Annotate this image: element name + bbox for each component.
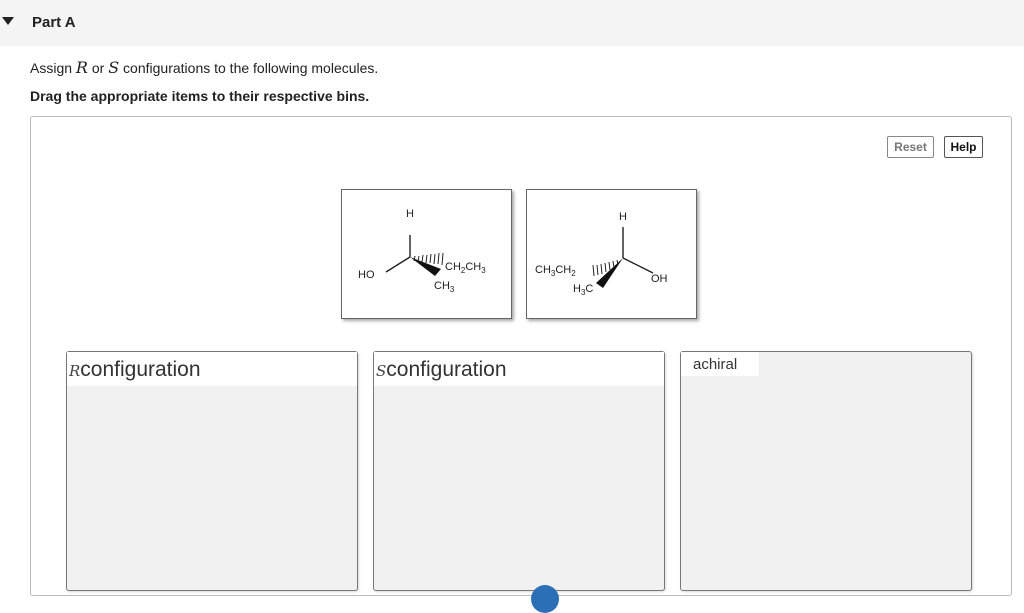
molecule-1-structure: H HO CH2CH3 CH3: [358, 208, 486, 294]
hydroxyl-label: HO: [358, 269, 375, 281]
bin-s-configuration[interactable]: Sconfiguration: [373, 351, 665, 591]
var-r: R: [75, 58, 88, 77]
ethyl-group-label: CH3CH2: [535, 264, 576, 278]
instruction-middle: or: [87, 60, 109, 76]
instruction-prefix: Assign: [30, 60, 76, 76]
scroll-indicator-icon[interactable]: [531, 585, 559, 613]
hydrogen-label: H: [619, 211, 627, 223]
bin-label-text: configuration: [80, 358, 201, 381]
bin-label-text: achiral: [693, 356, 738, 373]
hydrogen-label: H: [406, 208, 414, 220]
methyl-group-label: CH3: [434, 280, 455, 294]
part-title: Part A: [32, 14, 76, 31]
molecule-tile-2[interactable]: H OH CH3CH2 H3C: [526, 189, 697, 319]
bin-achiral[interactable]: achiral: [680, 351, 972, 591]
methyl-group-label: H3C: [573, 283, 593, 297]
ethyl-group-label: CH2CH3: [445, 261, 486, 275]
reset-button[interactable]: Reset: [887, 136, 934, 158]
help-button[interactable]: Help: [944, 136, 983, 158]
collapse-caret-icon[interactable]: [2, 17, 14, 25]
bin-label: Rconfiguration: [67, 352, 357, 386]
bin-var: S: [376, 362, 387, 380]
bin-var: R: [69, 362, 81, 380]
part-header[interactable]: Part A: [0, 0, 1024, 46]
bin-label: achiral: [681, 352, 759, 376]
question-instruction: Assign R or S configurations to the foll…: [30, 58, 378, 77]
molecule-tile-1[interactable]: H HO CH2CH3 CH3: [341, 189, 512, 319]
bin-label-text: configuration: [386, 358, 507, 381]
bin-label: Sconfiguration: [374, 352, 664, 386]
instruction-suffix: configurations to the following molecule…: [119, 60, 379, 76]
molecule-2-structure: H OH CH3CH2 H3C: [535, 211, 668, 297]
hydroxyl-label: OH: [651, 273, 668, 285]
drag-instruction: Drag the appropriate items to their resp…: [30, 88, 370, 104]
bin-r-configuration[interactable]: Rconfiguration: [66, 351, 358, 591]
var-s: S: [108, 58, 120, 77]
